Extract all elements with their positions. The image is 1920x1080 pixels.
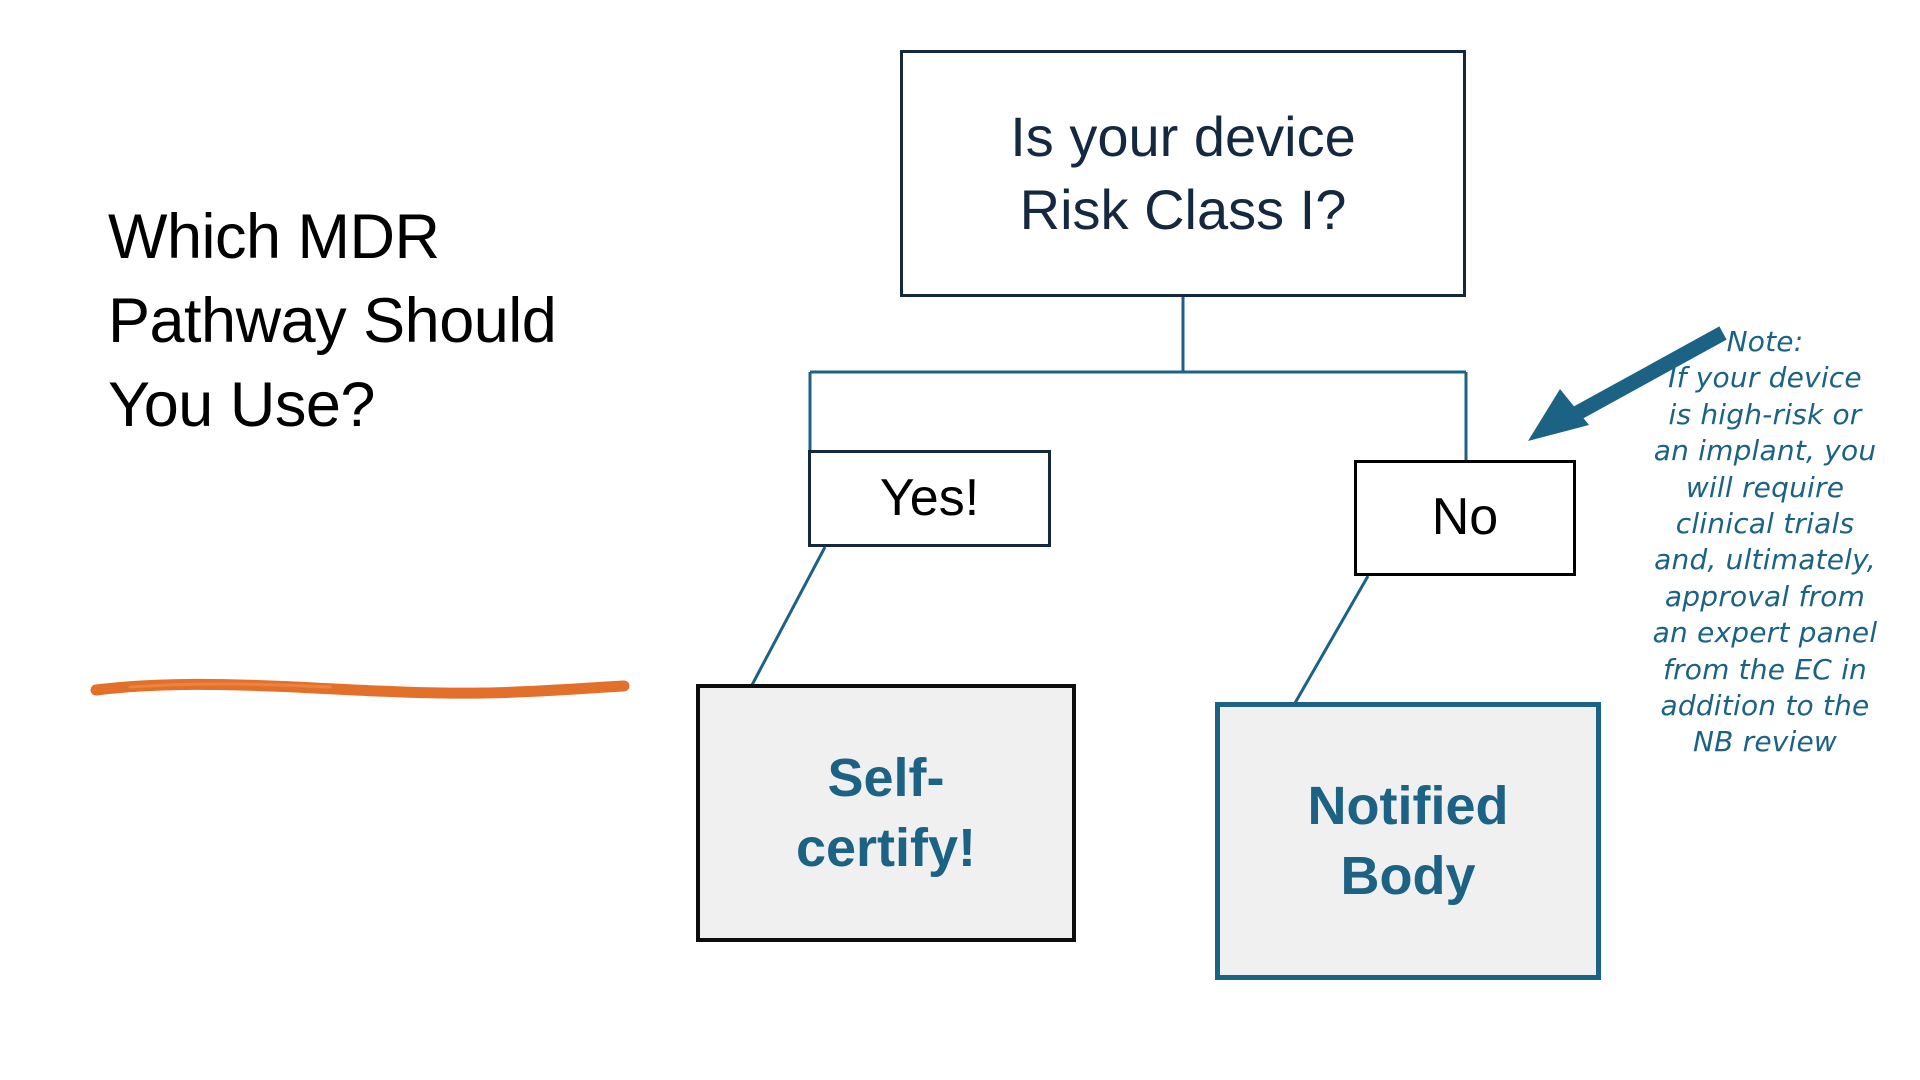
node-yes-label: Yes! <box>879 468 980 527</box>
annotation-note-text: Note: If your device is high-risk or an … <box>1652 325 1878 759</box>
node-question-label: Is your device Risk Class I? <box>1010 104 1356 241</box>
node-no-label: No <box>1431 488 1499 547</box>
node-self-certify-label: Self- certify! <box>795 747 977 878</box>
node-notified-body-label: Notified Body <box>1307 775 1509 906</box>
page-title: Which MDR Pathway Should You Use? <box>108 202 557 440</box>
node-notified-body[interactable]: Notified Body <box>1215 702 1601 980</box>
orange-underline-accent <box>90 678 630 699</box>
node-yes[interactable]: Yes! <box>808 450 1051 547</box>
node-question-risk-class[interactable]: Is your device Risk Class I? <box>900 50 1466 297</box>
node-self-certify[interactable]: Self- certify! <box>696 684 1076 942</box>
title-block: Which MDR Pathway Should You Use? <box>108 196 668 447</box>
node-no[interactable]: No <box>1354 460 1576 576</box>
